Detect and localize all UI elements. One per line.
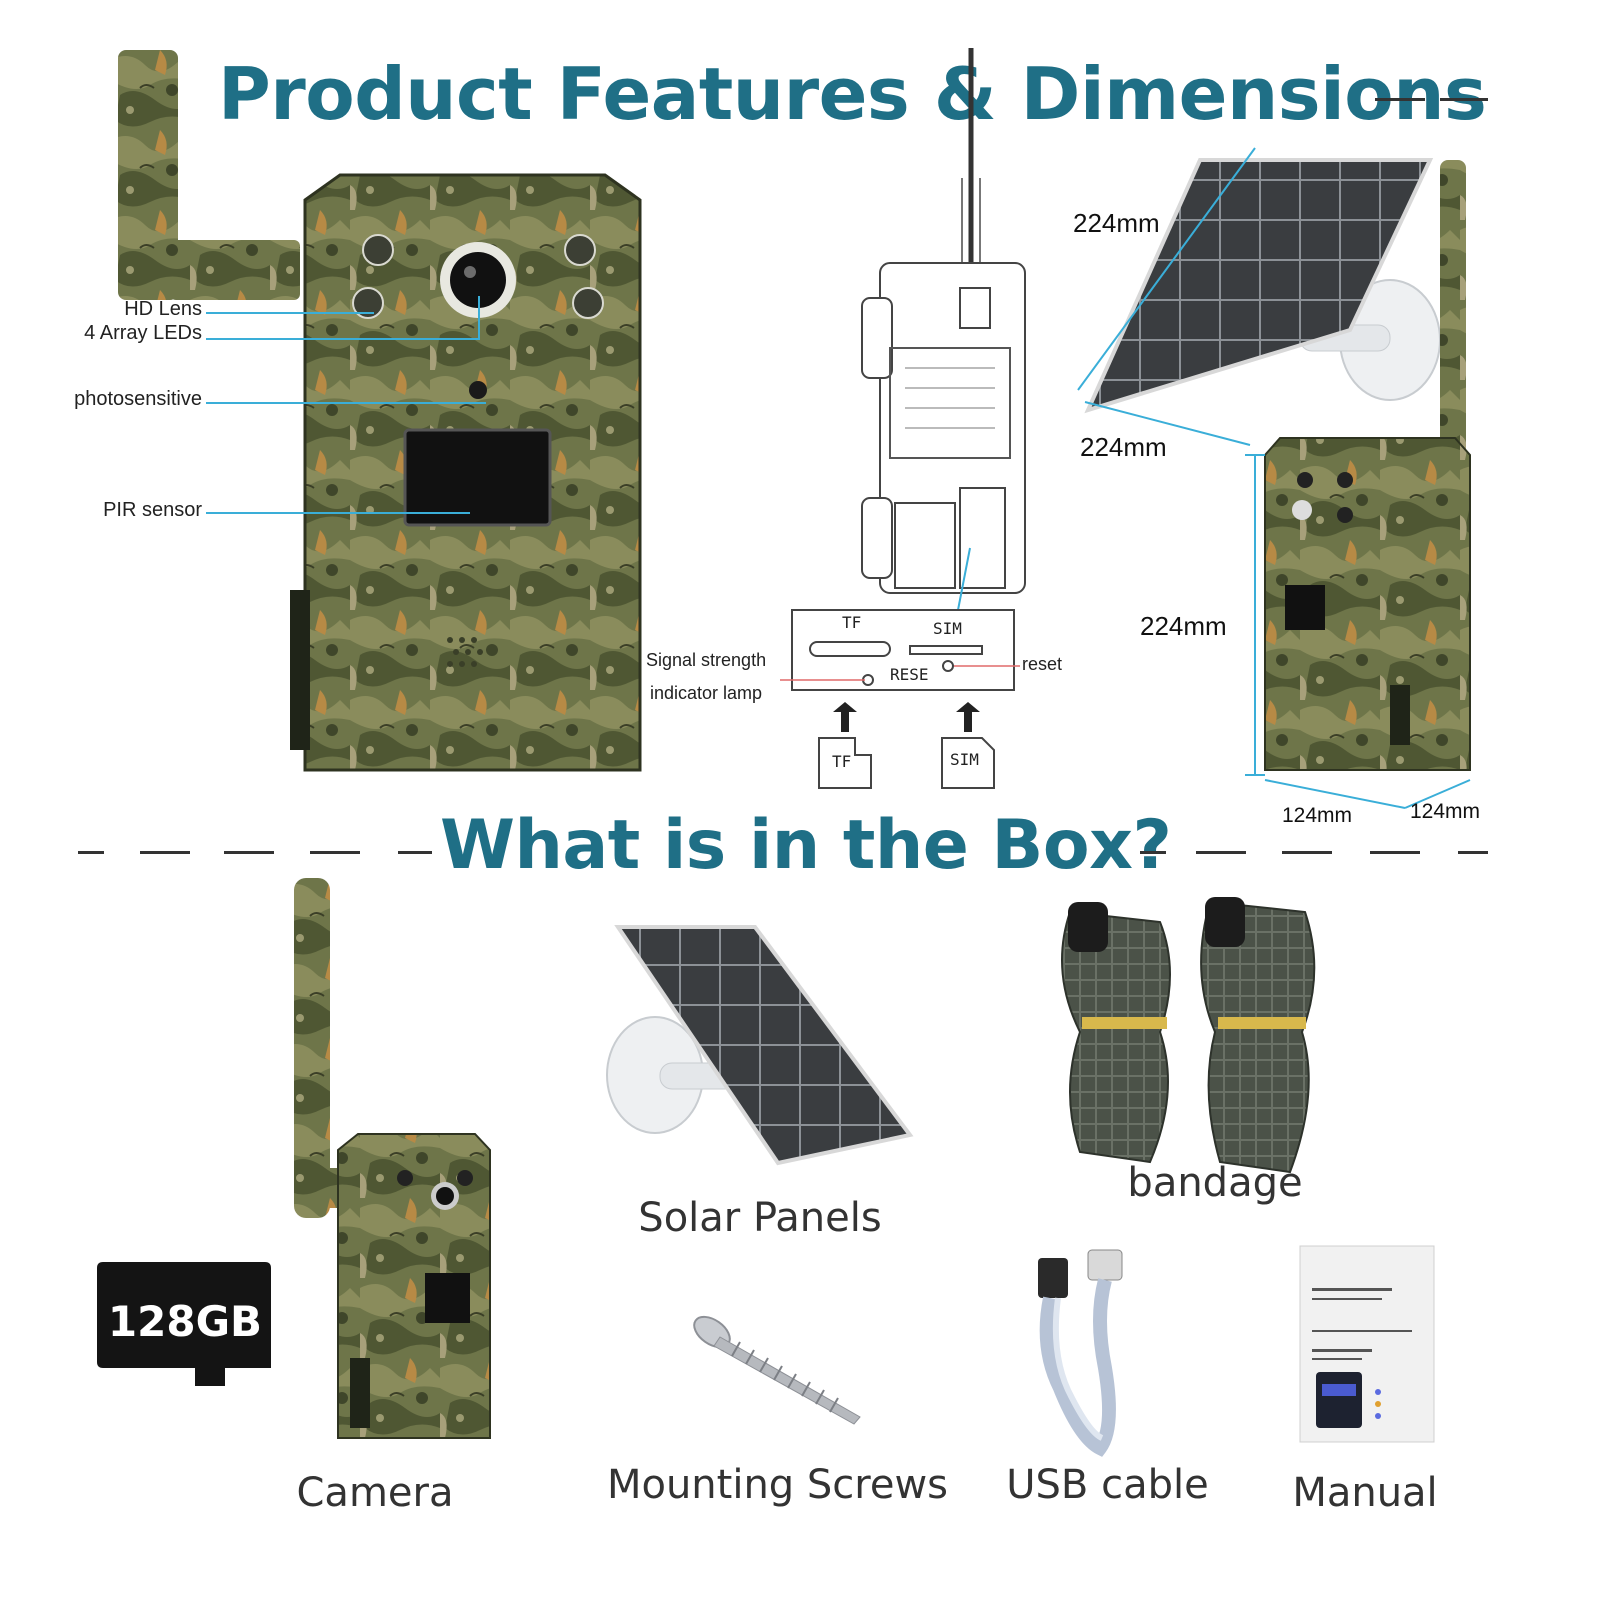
indicator-lamp-label: indicator lamp	[650, 683, 763, 703]
photosensitive-label: photosensitive	[74, 388, 202, 410]
divider-dash	[398, 851, 432, 854]
array-leds-label: 4 Array LEDs	[84, 322, 202, 344]
photosensitive-line	[206, 402, 486, 404]
hd-lens-line	[206, 312, 374, 314]
box-section-title: What is in the Box?	[440, 806, 1172, 885]
tf-card-label: TF	[832, 752, 852, 771]
divider-dash	[1458, 851, 1488, 854]
array-leds-line	[478, 296, 480, 340]
mounting-screws-label: Mounting Screws	[606, 1462, 949, 1508]
usb-cable-label: USB cable	[1006, 1462, 1209, 1508]
slot-panel	[791, 609, 1015, 691]
sd-card-capacity: 128GB	[107, 1297, 263, 1346]
divider-dash	[310, 851, 360, 854]
divider-dash	[78, 851, 104, 854]
reset-label: reset	[1022, 654, 1063, 674]
camera-height-dimension: 224mm	[1140, 611, 1227, 641]
divider-dash	[1440, 98, 1488, 101]
usb-cable-item-image	[1038, 1249, 1123, 1457]
antenna-icon	[118, 50, 178, 300]
solar-panels-label: Solar Panels	[638, 1195, 882, 1241]
pir-sensor-label: PIR sensor	[103, 499, 202, 521]
panel-width-dimension: 224mm	[1073, 208, 1160, 238]
divider-dash	[140, 851, 190, 854]
bandage-label: bandage	[1127, 1160, 1303, 1206]
sim-slot-label: SIM	[933, 619, 962, 638]
divider-dash	[1375, 98, 1425, 101]
pir-sensor-line	[206, 512, 470, 514]
hd-lens-label: HD Lens	[124, 298, 202, 320]
divider-dash	[1370, 851, 1420, 854]
camera-item-image	[294, 878, 491, 1439]
reset-button-label: RESE	[890, 665, 929, 684]
manual-item-image	[1299, 1245, 1435, 1443]
screw-item-image	[693, 1315, 861, 1425]
sd-card-image	[97, 1262, 271, 1386]
tf-slot-label: TF	[842, 613, 862, 632]
diagram-leader-lines	[780, 665, 1020, 681]
camera-depth-dimension: 124mm	[1410, 800, 1481, 823]
camera-side-diagram	[861, 48, 1026, 611]
camera-label: Camera	[296, 1470, 454, 1516]
array-leds-line	[206, 338, 480, 340]
manual-label: Manual	[1292, 1470, 1438, 1516]
divider-dash	[1282, 851, 1332, 854]
camera-front-image	[118, 50, 642, 772]
divider-dash	[1196, 851, 1246, 854]
sim-card-label: SIM	[950, 750, 979, 769]
sim-card-icon	[941, 702, 995, 789]
panel-height-dimension: 224mm	[1080, 432, 1167, 462]
divider-dash	[224, 851, 274, 854]
solar-panel-item-image	[606, 925, 914, 1166]
divider-dash	[1140, 851, 1166, 854]
camera-width-dimension: 124mm	[1282, 804, 1353, 827]
signal-strength-label: Signal strength	[646, 650, 767, 670]
page-title: Product Features & Dimensions	[218, 52, 1487, 136]
bandage-item-image	[1061, 897, 1316, 1174]
solar-panel-dimension-image	[1077, 147, 1471, 809]
tf-card-icon	[818, 702, 872, 789]
